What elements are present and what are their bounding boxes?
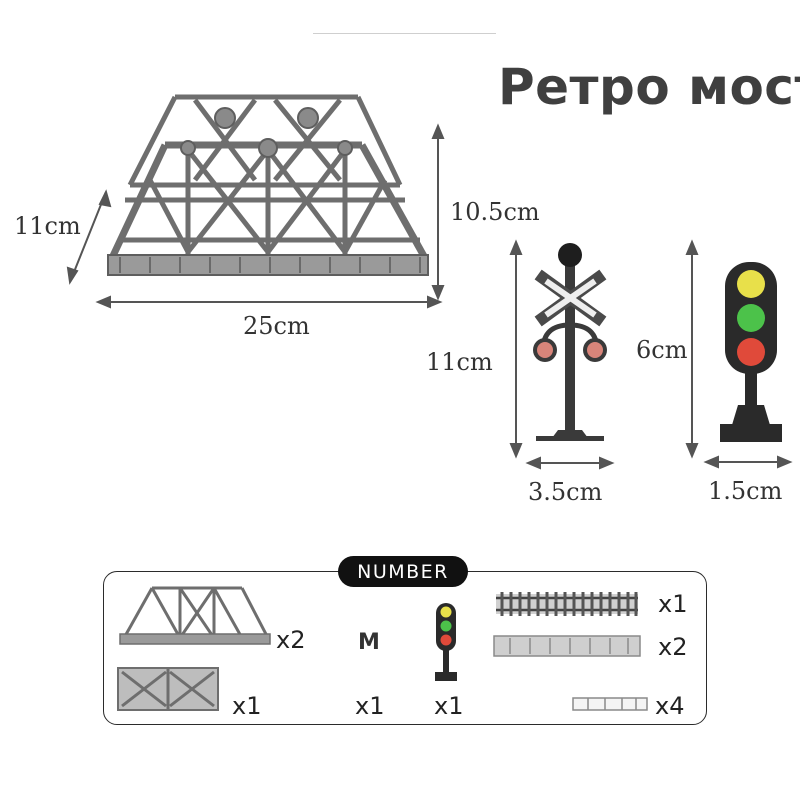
- deck-piece-icon: [493, 635, 641, 657]
- top-divider-line: [313, 33, 496, 34]
- bridge-length-label: 25cm: [243, 312, 310, 340]
- signal-height-label: 6cm: [636, 336, 688, 364]
- girder-piece-icon: [117, 667, 219, 711]
- number-badge: NUMBER: [338, 556, 468, 587]
- crossing-height-label: 11cm: [426, 348, 493, 376]
- girder-quantity: x1: [232, 692, 262, 720]
- product-title: Ретро мост: [498, 58, 800, 116]
- deck-quantity: x2: [658, 633, 688, 661]
- truss-quantity: x2: [276, 626, 306, 654]
- track-quantity: x1: [658, 590, 688, 618]
- track-piece-icon: [496, 592, 638, 616]
- rail-quantity: x4: [655, 692, 685, 720]
- rail-piece-icon: [572, 697, 648, 711]
- small-signal-icon: [435, 603, 457, 681]
- bridge-depth-label: 11cm: [14, 212, 81, 240]
- signal-width-label: 1.5cm: [708, 477, 783, 505]
- m-label: M: [358, 630, 380, 655]
- m-quantity: x1: [355, 692, 385, 720]
- signal-quantity: x1: [434, 692, 464, 720]
- bridge-height-label: 10.5cm: [450, 198, 540, 226]
- truss-piece-icon: [122, 586, 270, 639]
- crossing-width-label: 3.5cm: [528, 478, 603, 506]
